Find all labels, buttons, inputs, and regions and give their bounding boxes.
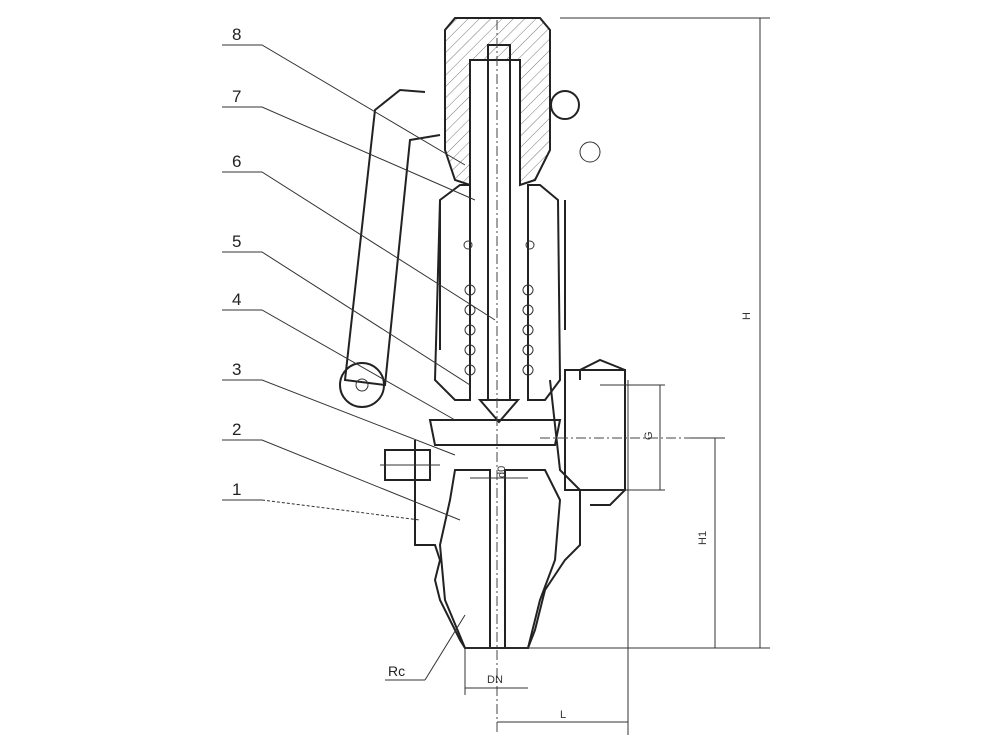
outlet-flange [564,369,626,491]
spring [463,240,535,376]
part-label-8: 8 [232,25,241,44]
part-label-7: 7 [232,87,241,106]
lifting-lever [343,88,441,387]
valve-disc [477,399,521,424]
bonnet [433,184,471,401]
part-label-5: 5 [232,232,241,251]
dim-G: G [643,431,655,440]
part-label-4: 4 [232,290,241,309]
dim-DN: DN [487,674,503,686]
cap [444,17,551,187]
part-labels: 8 7 6 5 4 3 2 1 [222,25,496,521]
dim-d0: d0 [496,466,508,478]
part-label-3: 3 [232,360,241,379]
part-label-2: 2 [232,420,241,439]
part-label-6: 6 [232,152,241,171]
part-label-1: 1 [232,480,241,499]
dim-Rc: Rc [388,663,405,679]
dim-H: H [741,312,753,320]
dim-H1: H1 [697,531,709,545]
valve-stem [487,44,511,401]
dim-L: L [560,709,566,721]
